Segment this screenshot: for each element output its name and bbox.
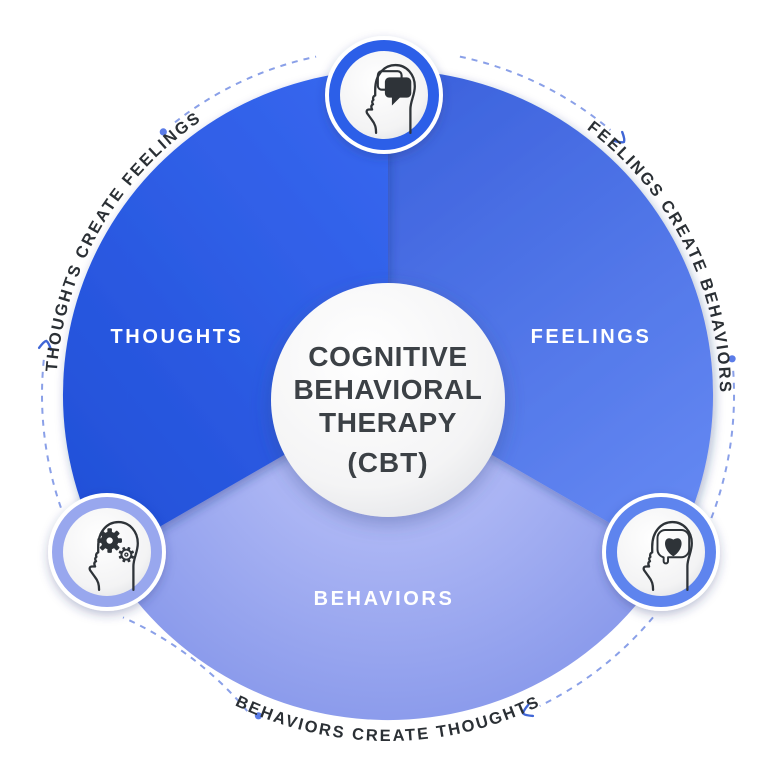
badge-face	[617, 508, 705, 596]
badge-face	[63, 508, 151, 596]
center-subtitle: (CBT)	[347, 447, 428, 478]
flow-dash-arc	[174, 55, 317, 124]
flow-dash-arc	[707, 370, 736, 525]
segment-label-feelings: FEELINGS	[531, 326, 652, 348]
small-gear-glyph	[118, 546, 135, 563]
brain-bubble-outline-glyph	[656, 529, 691, 565]
speech-bubble-glyph	[384, 77, 412, 98]
flow-dash-arc	[122, 616, 249, 712]
flow-dash-arc	[539, 616, 654, 707]
segment-label-behaviors: BEHAVIORS	[314, 588, 455, 610]
center-title-line1: COGNITIVE	[308, 341, 467, 372]
center-hub: COGNITIVE BEHAVIORAL THERAPY (CBT)	[271, 283, 505, 517]
head-with-gears-icon	[48, 493, 166, 611]
center-circle	[271, 283, 505, 517]
center-title-line2: BEHAVIORAL	[293, 374, 482, 405]
speech-bubble-tail-glyph	[391, 95, 402, 106]
flow-dash-arc	[41, 358, 62, 509]
center-title-line3: THERAPY	[319, 407, 457, 438]
large-gear-glyph	[97, 528, 122, 553]
heart-glyph	[665, 538, 682, 557]
badge-face	[340, 51, 428, 139]
head-with-speech-bubble-icon	[325, 36, 443, 154]
segment-label-thoughts: THOUGHTS	[110, 326, 243, 348]
flow-dot	[728, 355, 736, 363]
flow-dot	[254, 712, 262, 720]
flow-dash-arc	[459, 55, 612, 131]
head-with-heart-icon	[602, 493, 720, 611]
segment-behaviors	[106, 395, 670, 721]
flow-dot	[159, 128, 167, 136]
